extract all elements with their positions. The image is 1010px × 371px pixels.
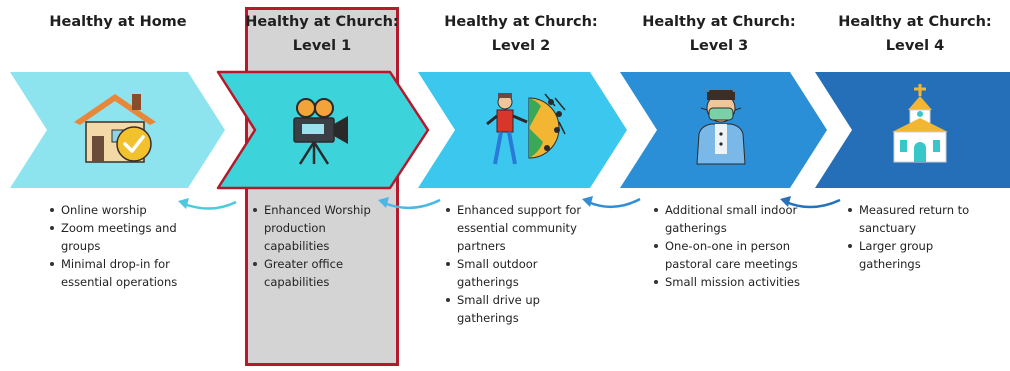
list-item: Greater office capabilities (251, 255, 391, 291)
stage-3-bullets: Enhanced support for essential community… (444, 201, 594, 327)
person-mask-icon (696, 90, 746, 165)
person-umbrella-virus-icon (486, 93, 566, 165)
stage-3-chevron (418, 72, 627, 188)
list-item: Small drive up gatherings (444, 291, 594, 327)
stage-4-bullets: Additional small indoor gatherings One-o… (652, 201, 802, 291)
list-item: Small mission activities (652, 273, 802, 291)
list-item: Online worship (48, 201, 198, 219)
stage-2-title: Healthy at Church: Level 1 (245, 14, 399, 54)
stage-3-title: Healthy at Church: Level 2 (444, 14, 598, 54)
stage-4-title: Healthy at Church: Level 3 (642, 14, 796, 54)
stage-1-bullets: Online worship Zoom meetings and groups … (48, 201, 198, 291)
list-item: Zoom meetings and groups (48, 219, 198, 255)
list-item: Measured return to sanctuary (846, 201, 986, 237)
list-item: Larger group gatherings (846, 237, 986, 273)
list-item: Additional small indoor gatherings (652, 201, 802, 237)
house-check-icon (74, 94, 156, 163)
stage-5-title: Healthy at Church: Level 4 (838, 14, 992, 54)
list-item: Minimal drop-in for essential operations (48, 255, 198, 291)
back-arrow-2 (378, 197, 441, 209)
list-item: One-on-one in person pastoral care meeti… (652, 237, 802, 273)
list-item: Small outdoor gatherings (444, 255, 594, 291)
stage-5-bullets: Measured return to sanctuary Larger grou… (846, 201, 986, 273)
back-arrow-4 (780, 196, 841, 209)
stage-1-title: Healthy at Home (49, 14, 187, 30)
back-arrow-1 (178, 198, 237, 210)
stage-2-bullets: Enhanced Worship production capabilities… (251, 201, 391, 291)
church-icon (892, 84, 948, 163)
video-camera-icon (293, 98, 348, 165)
back-arrow-3 (582, 196, 641, 208)
list-item: Enhanced support for essential community… (444, 201, 594, 255)
list-item: Enhanced Worship production capabilities (251, 201, 391, 255)
